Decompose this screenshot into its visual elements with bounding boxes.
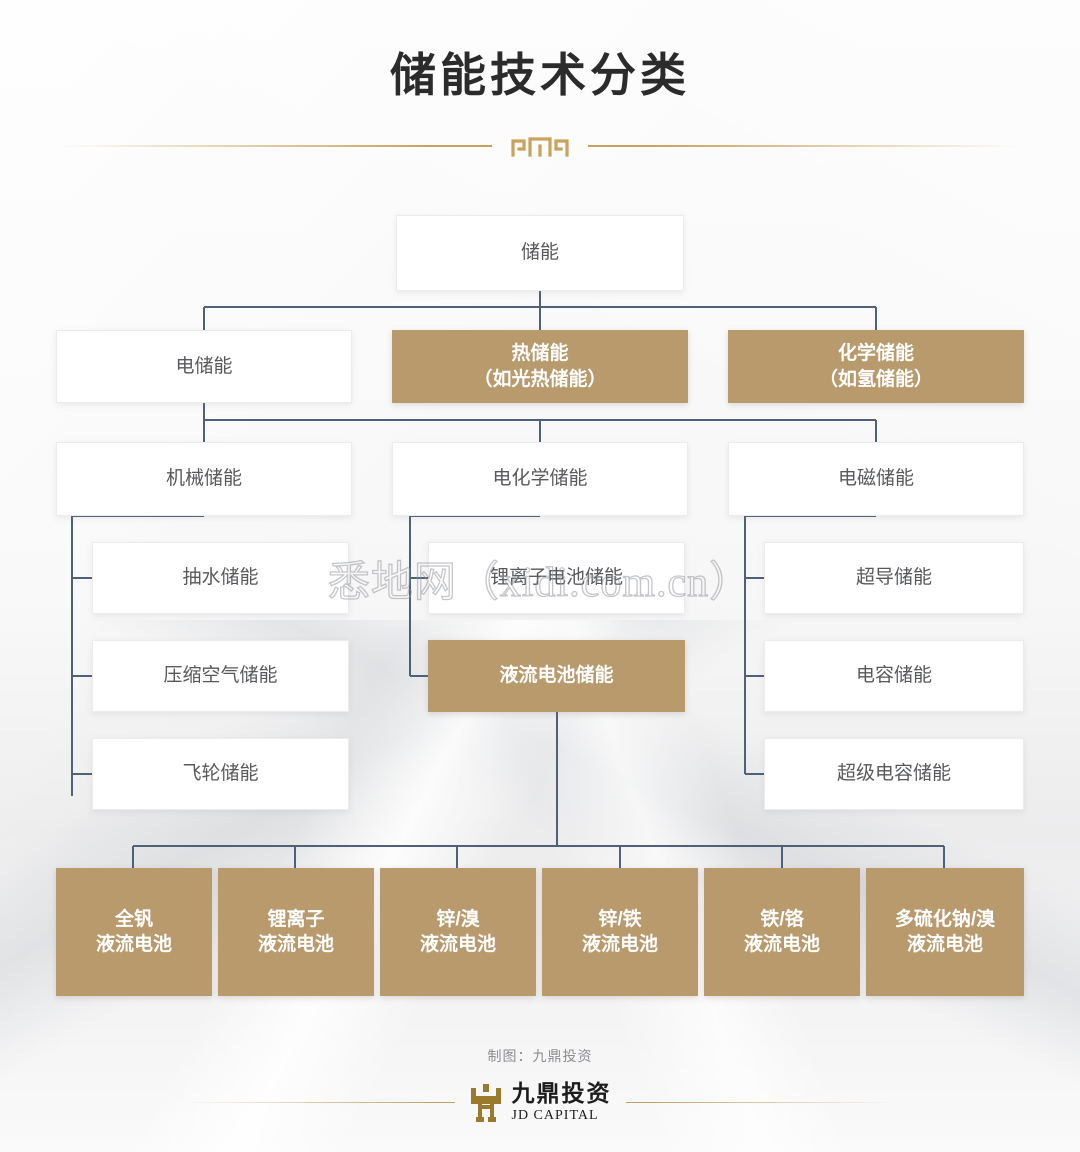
node-label-line-1: 铁/铬 [760,908,804,930]
node-label-multiline: 锌/铁 液流电池 [582,907,658,957]
node-label-line-1: 锌/铁 [598,908,642,930]
node-flywheel-storage[interactable]: 飞轮储能 [92,738,349,810]
node-label-line-2: 液流电池 [743,934,820,955]
node-label-multiline: 铁/铬 液流电池 [744,907,820,957]
brand-footer: 九鼎投资 JD CAPITAL [0,1082,1080,1123]
node-label-line-1: 热储能 [511,343,569,365]
node-label-line-1: 化学储能 [837,343,914,365]
node-capacitor-storage[interactable]: 电容储能 [764,640,1024,712]
node-label-line-2: 液流电池 [257,934,334,955]
node-label-multiline: 锂离子 液流电池 [258,907,334,957]
node-label-multiline: 全钒 液流电池 [96,907,172,957]
node-label: 超导储能 [855,567,932,589]
node-label-line-2: 液流电池 [906,934,983,955]
node-chemical-storage[interactable]: 化学储能 （如氢储能） [728,330,1024,403]
node-label: 飞轮储能 [182,763,259,785]
brand-name-cn: 九鼎投资 [511,1081,612,1106]
node-electrochemical-storage[interactable]: 电化学储能 [392,442,688,516]
chinese-key-ornament-icon [511,137,569,157]
node-iron-chromium-flow-battery[interactable]: 铁/铬 液流电池 [704,868,860,996]
node-label-line-1: 锂离子 [267,908,325,930]
node-label-line-2: （如氢储能） [818,368,933,390]
brand-logo: 九鼎投资 JD CAPITAL [455,1082,626,1123]
node-flow-battery-storage[interactable]: 液流电池储能 [428,640,685,712]
node-label-line-1: 多硫化钠/溴 [894,908,996,930]
node-thermal-storage[interactable]: 热储能 （如光热储能） [392,330,688,403]
brand-logo-text: 九鼎投资 JD CAPITAL [512,1082,612,1123]
node-label-multiline: 热储能 （如光热储能） [473,341,606,391]
node-label: 压缩空气储能 [163,665,278,687]
node-label-line-2: 液流电池 [95,934,172,955]
node-zinc-iron-flow-battery[interactable]: 锌/铁 液流电池 [542,868,698,996]
node-electrical-storage[interactable]: 电储能 [56,330,352,403]
node-label: 抽水储能 [182,567,259,589]
node-label: 机械储能 [165,468,242,490]
credit-line: 制图：九鼎投资 [487,1048,593,1064]
node-label-line-1: 全钒 [114,908,153,930]
node-label-line-2: 液流电池 [581,934,658,955]
node-lithium-ion-battery-storage[interactable]: 锂离子电池储能 [428,542,685,614]
node-label: 电储能 [175,355,233,377]
node-label-line-2: （如光热储能） [473,368,607,390]
node-label: 电化学储能 [492,468,588,490]
node-label: 电容储能 [855,665,932,687]
divider-rule-left [60,145,492,147]
page-title: 储能技术分类 [390,49,690,101]
node-lithium-ion-flow-battery[interactable]: 锂离子 液流电池 [218,868,374,996]
node-label-line-2: 液流电池 [419,934,496,955]
node-mechanical-storage[interactable]: 机械储能 [56,442,352,516]
divider-rule-right [588,145,1020,147]
node-label-multiline: 锌/溴 液流电池 [420,907,496,957]
node-storage-root[interactable]: 储能 [396,215,684,291]
node-label-line-1: 锌/溴 [436,908,480,930]
footer-rule-left [184,1102,455,1103]
title-divider [60,130,1020,162]
node-label-multiline: 多硫化钠/溴 液流电池 [895,907,995,957]
node-supercapacitor-storage[interactable]: 超级电容储能 [764,738,1024,810]
node-label: 电磁储能 [837,468,914,490]
node-electromagnetic-storage[interactable]: 电磁储能 [728,442,1024,516]
node-label: 液流电池储能 [499,665,614,687]
node-label: 超级电容储能 [836,763,951,785]
node-zinc-bromine-flow-battery[interactable]: 锌/溴 液流电池 [380,868,536,996]
node-superconducting-storage[interactable]: 超导储能 [764,542,1024,614]
node-pumped-hydro-storage[interactable]: 抽水储能 [92,542,349,614]
node-polysulfide-bromine-flow-battery[interactable]: 多硫化钠/溴 液流电池 [866,868,1024,996]
jd-capital-ding-logo-icon [470,1083,501,1122]
footer-rule-right [625,1102,896,1103]
brand-name-en: JD CAPITAL [511,1108,599,1123]
node-vanadium-flow-battery[interactable]: 全钒 液流电池 [56,868,212,996]
node-compressed-air-storage[interactable]: 压缩空气储能 [92,640,349,712]
node-label: 储能 [520,242,559,264]
node-label: 锂离子电池储能 [489,567,623,589]
node-label-multiline: 化学储能 （如氢储能） [819,341,933,391]
